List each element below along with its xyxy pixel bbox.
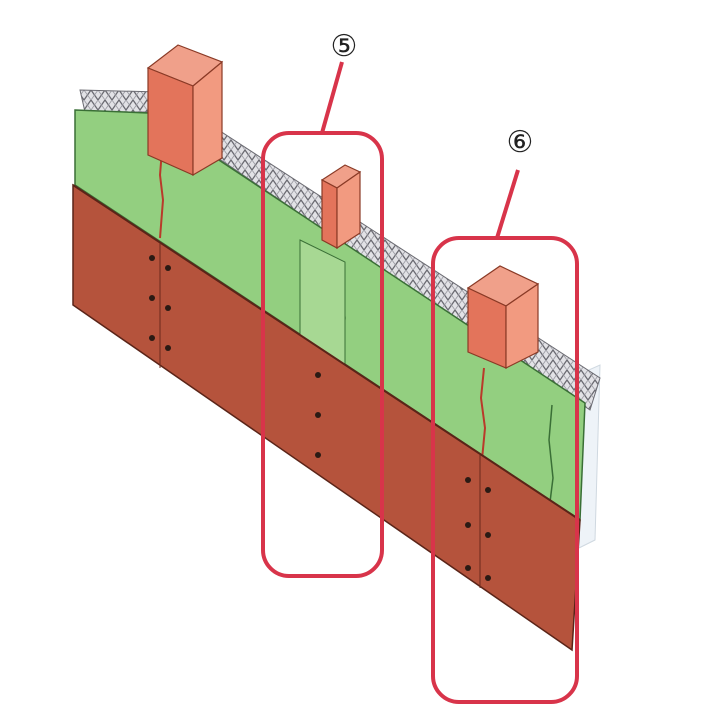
nail: [465, 565, 471, 571]
gypsum-seam: [548, 404, 554, 511]
nail: [485, 487, 491, 493]
stud: [466, 265, 540, 369]
nail: [465, 522, 471, 528]
nail: [315, 452, 321, 458]
nail: [165, 265, 171, 271]
nail: [465, 477, 471, 483]
board-top-edge: [72, 184, 581, 521]
nail: [315, 372, 321, 378]
nail: [149, 255, 155, 261]
nail: [485, 575, 491, 581]
nail: [165, 345, 171, 351]
gypsum-seam: [158, 149, 165, 239]
nail: [165, 305, 171, 311]
stud: [146, 44, 224, 177]
nail-group: [149, 255, 491, 581]
nail: [149, 295, 155, 301]
callout-5-label: ⑤: [331, 29, 358, 64]
nail: [315, 412, 321, 418]
callout-6-highlight: [431, 236, 579, 704]
callout-6-leader: [495, 169, 520, 239]
callout-5-leader: [320, 61, 344, 134]
callout-6-label: ⑥: [507, 125, 534, 160]
nail: [485, 532, 491, 538]
stud: [320, 164, 362, 250]
nail: [149, 335, 155, 341]
gypsum-seam: [479, 367, 487, 471]
